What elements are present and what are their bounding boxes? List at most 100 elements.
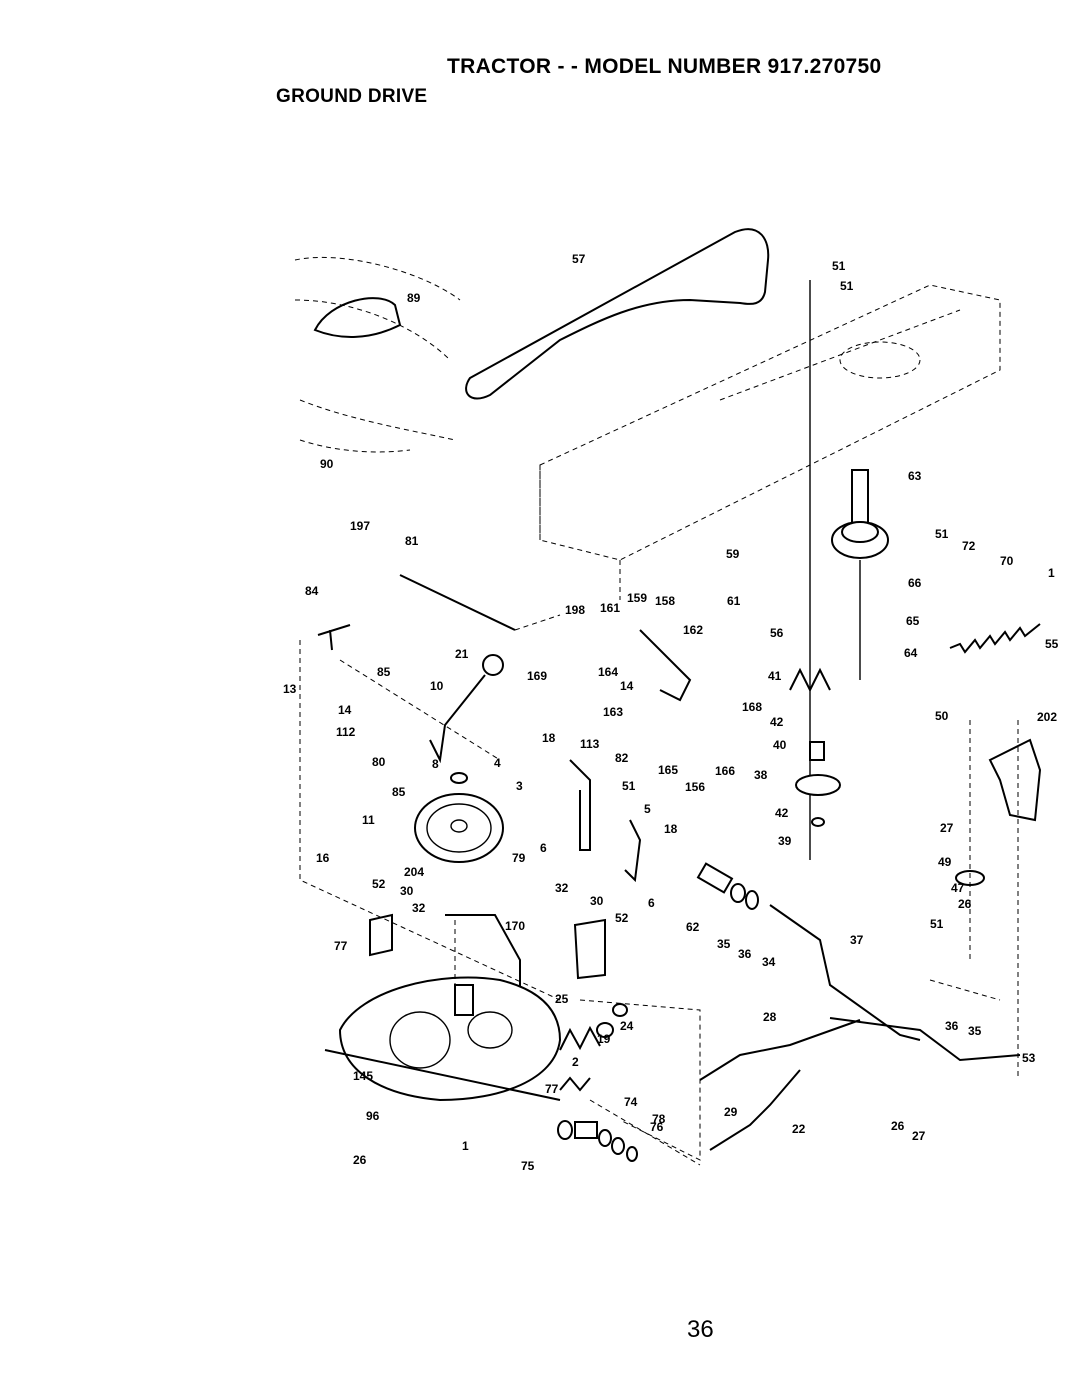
part-callout: 28 — [763, 1010, 777, 1024]
part-callout: 6 — [648, 896, 655, 910]
part-callout: 35 — [968, 1024, 982, 1038]
part-callout: 8 — [432, 757, 439, 771]
part-callout: 27 — [940, 821, 954, 835]
part-callout: 11 — [362, 813, 375, 827]
page-number: 36 — [687, 1316, 714, 1343]
part-callout: 32 — [412, 901, 426, 915]
part-callout: 6 — [540, 841, 547, 855]
part-callout: 52 — [615, 911, 629, 925]
part-callout: 53 — [1022, 1051, 1036, 1065]
part-callout: 78 — [652, 1112, 666, 1126]
guide-lines — [299, 640, 1001, 1166]
part-callout: 169 — [527, 669, 547, 683]
part-callout: 49 — [938, 855, 952, 869]
part-callout: 51 — [832, 259, 846, 273]
part-callout: 21 — [455, 647, 469, 661]
transaxle — [324, 920, 562, 1102]
section-title: GROUND DRIVE — [276, 86, 428, 107]
part-callout: 204 — [404, 865, 424, 879]
part-callout: 145 — [353, 1069, 373, 1083]
part-callout: 55 — [1045, 637, 1059, 651]
part-callout: 77 — [545, 1082, 559, 1096]
part-callout: 52 — [372, 877, 386, 891]
part-callout: 85 — [377, 665, 391, 679]
part-callout: 26 — [958, 897, 972, 911]
page-title: TRACTOR - - MODEL NUMBER 917.270750 — [447, 55, 882, 78]
idler-stack — [789, 667, 841, 827]
part-callout: 42 — [775, 806, 789, 820]
part-callout: 1 — [462, 1139, 469, 1153]
drive-belt — [465, 228, 770, 400]
part-callout: 42 — [770, 715, 784, 729]
part-callout: 51 — [622, 779, 636, 793]
part-callout: 3 — [516, 779, 523, 793]
part-callout: 41 — [768, 669, 782, 683]
part-callout: 64 — [904, 646, 918, 660]
brake-shaft — [696, 862, 1021, 1062]
part-callout: 159 — [627, 591, 647, 605]
part-callout: 27 — [912, 1129, 926, 1143]
part-callout: 202 — [1037, 710, 1057, 724]
part-callout: 82 — [615, 751, 629, 765]
part-callout: 4 — [494, 756, 501, 770]
part-callout: 1 — [1048, 566, 1055, 580]
part-callout: 10 — [430, 679, 444, 693]
part-callout: 32 — [555, 881, 569, 895]
part-callout: 79 — [512, 851, 526, 865]
part-callout: 170 — [505, 919, 525, 933]
part-callout: 112 — [336, 725, 356, 739]
part-callout: 19 — [597, 1032, 611, 1046]
axle-spacers — [557, 1120, 638, 1162]
part-callout: 14 — [338, 703, 352, 717]
part-callout: 51 — [840, 279, 854, 293]
part-callout: 76 — [650, 1120, 664, 1134]
part-callout: 37 — [850, 933, 864, 947]
part-callout: 81 — [405, 534, 419, 548]
part-callout: 74 — [624, 1095, 638, 1109]
brake-brackets — [369, 629, 692, 980]
part-callout: 84 — [305, 584, 319, 598]
part-callout: 14 — [620, 679, 634, 693]
part-callout: 85 — [392, 785, 406, 799]
part-callout: 36 — [945, 1019, 959, 1033]
part-callout: 24 — [620, 1019, 634, 1033]
part-callout: 59 — [726, 547, 740, 561]
part-callout: 39 — [778, 834, 792, 848]
part-callout: 162 — [683, 623, 703, 637]
part-callout: 51 — [935, 527, 949, 541]
part-callout: 65 — [906, 614, 920, 628]
tension-spring — [949, 623, 1041, 654]
control-rod — [445, 914, 521, 990]
part-callout: 5 — [644, 802, 651, 816]
part-callout: 164 — [598, 665, 618, 679]
part-callout: 63 — [908, 469, 922, 483]
part-callout: 51 — [930, 917, 944, 931]
shift-rod — [317, 574, 561, 651]
part-callout: 166 — [715, 764, 735, 778]
part-callout: 113 — [580, 737, 600, 751]
part-callout: 29 — [724, 1105, 738, 1119]
part-callout: 22 — [792, 1122, 806, 1136]
part-callout: 72 — [962, 539, 976, 553]
part-callout: 2 — [572, 1055, 579, 1069]
transaxle-pulley — [414, 772, 504, 863]
part-callout: 90 — [320, 457, 334, 471]
part-callout: 30 — [400, 884, 414, 898]
fender-outline — [294, 256, 461, 453]
part-callout: 57 — [572, 252, 586, 266]
part-callout: 40 — [773, 738, 787, 752]
part-callout: 26 — [891, 1119, 905, 1133]
part-callout: 156 — [685, 780, 705, 794]
part-callout: 77 — [334, 939, 348, 953]
part-callout: 168 — [742, 700, 762, 714]
part-callout: 18 — [542, 731, 556, 745]
shift-lever — [429, 654, 504, 764]
part-callout: 25 — [555, 992, 569, 1006]
springs — [559, 1003, 628, 1092]
part-callout: 36 — [738, 947, 752, 961]
part-callout: 80 — [372, 755, 386, 769]
brake-rod — [699, 1019, 861, 1151]
spindle-assembly — [809, 280, 889, 860]
